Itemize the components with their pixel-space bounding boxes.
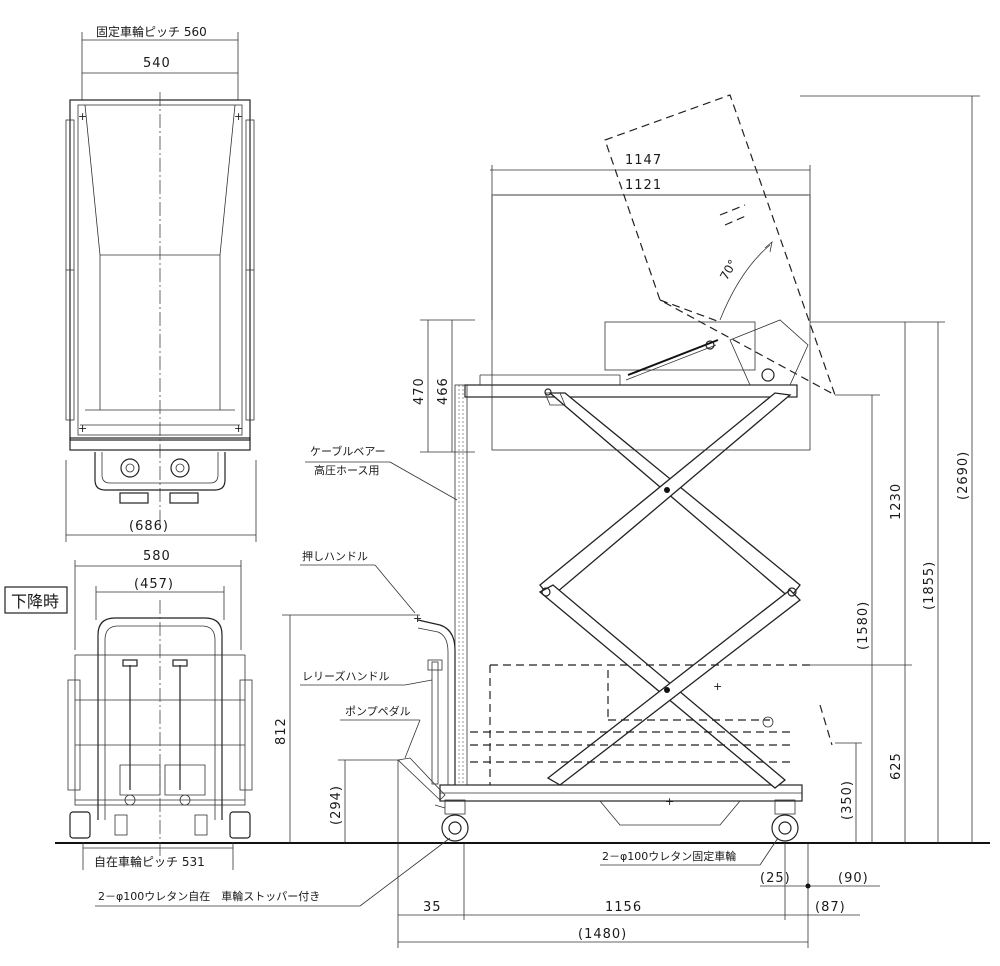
top-view: + + + +	[65, 92, 255, 530]
lowered-status-label: 下降時	[11, 592, 59, 611]
svg-text:+: +	[413, 612, 422, 625]
dimension-457: (457)	[95, 577, 225, 620]
svg-text:2－φ100ウレタン自在 車輪ストッパー付き: 2－φ100ウレタン自在 車輪ストッパー付き	[98, 889, 320, 903]
side-view: +	[397, 94, 837, 842]
svg-text:(1855): (1855)	[922, 561, 937, 610]
svg-text:812: 812	[274, 717, 289, 745]
svg-text:1230: 1230	[889, 483, 904, 520]
svg-text:625: 625	[889, 752, 904, 780]
dimension-812: 812	[274, 614, 420, 843]
svg-text:レリーズハンドル: レリーズハンドル	[302, 669, 389, 683]
callout-pump-pedal: ポンプペダル	[340, 704, 421, 759]
svg-text:1156: 1156	[605, 900, 642, 915]
svg-text:470: 470	[412, 377, 427, 405]
callout-cable-bearer: ケーブルベアー 高圧ホース用	[305, 444, 458, 501]
svg-text:(1580): (1580)	[856, 601, 871, 650]
svg-text:(90): (90)	[838, 871, 869, 886]
svg-text:2－φ100ウレタン固定車輪: 2－φ100ウレタン固定車輪	[602, 849, 736, 863]
svg-text:+: +	[713, 680, 722, 693]
svg-text:1121: 1121	[625, 178, 662, 193]
svg-text:ポンプペダル: ポンプペダル	[345, 704, 411, 718]
svg-text:(87): (87)	[815, 900, 846, 915]
dimension-470: 470	[412, 319, 475, 453]
dimension-1147: 1147	[490, 153, 810, 171]
svg-text:1147: 1147	[625, 153, 662, 168]
svg-text:540: 540	[143, 56, 171, 71]
fixed-wheel-pitch-label: 固定車輪ピッチ 560	[96, 24, 207, 39]
dimension-540: 540	[82, 56, 238, 74]
svg-text:(686): (686)	[129, 519, 169, 534]
lowered-label-box: 下降時	[4, 586, 68, 614]
dimension-686: (686)	[65, 460, 257, 542]
svg-text:+: +	[78, 110, 87, 123]
svg-text:ケーブルベアー: ケーブルベアー	[310, 444, 386, 458]
dimension-1121: 1121	[494, 178, 808, 196]
front-view	[67, 600, 253, 860]
dimension-466: 466	[436, 320, 453, 452]
svg-text:35: 35	[423, 900, 442, 915]
svg-text:+: +	[234, 110, 243, 123]
svg-text:466: 466	[436, 377, 451, 405]
dimension-580: 580	[74, 549, 242, 650]
svg-text:(25): (25)	[760, 871, 791, 886]
svg-text:+: +	[78, 422, 87, 435]
svg-text:押しハンドル: 押しハンドル	[302, 549, 368, 563]
svg-text:(294): (294)	[329, 785, 344, 825]
free-wheel-pitch-label: 自在車輪ピッチ 531	[94, 854, 205, 869]
svg-text:+: +	[234, 422, 243, 435]
dimension-294: (294)	[329, 759, 400, 843]
svg-text:(457): (457)	[134, 577, 174, 592]
tilt-angle: 70°	[717, 257, 740, 282]
dimension-free-wheel-pitch: 自在車輪ピッチ 531	[82, 842, 234, 870]
callout-push-handle: 押しハンドル	[300, 549, 416, 614]
svg-text:(350): (350)	[840, 780, 855, 820]
svg-text:+: +	[665, 795, 674, 808]
svg-text:(1480): (1480)	[578, 927, 627, 942]
dimension-bottom-horizontals: 35 1156 (87) (1480) (25) (90)	[397, 760, 880, 948]
dimension-right-verticals: 1230 (1580) (1855) (2690) 625 (350)	[800, 95, 980, 843]
callout-release-handle: レリーズハンドル	[300, 669, 433, 686]
dimension-fixed-wheel-pitch: 固定車輪ピッチ 560	[81, 24, 239, 100]
svg-text:(2690): (2690)	[956, 451, 971, 500]
svg-text:高圧ホース用: 高圧ホース用	[314, 463, 379, 477]
svg-text:580: 580	[143, 549, 171, 564]
callout-fixed-caster: 2－φ100ウレタン固定車輪	[600, 837, 779, 866]
callout-free-caster: 2－φ100ウレタン自在 車輪ストッパー付き	[95, 837, 451, 907]
